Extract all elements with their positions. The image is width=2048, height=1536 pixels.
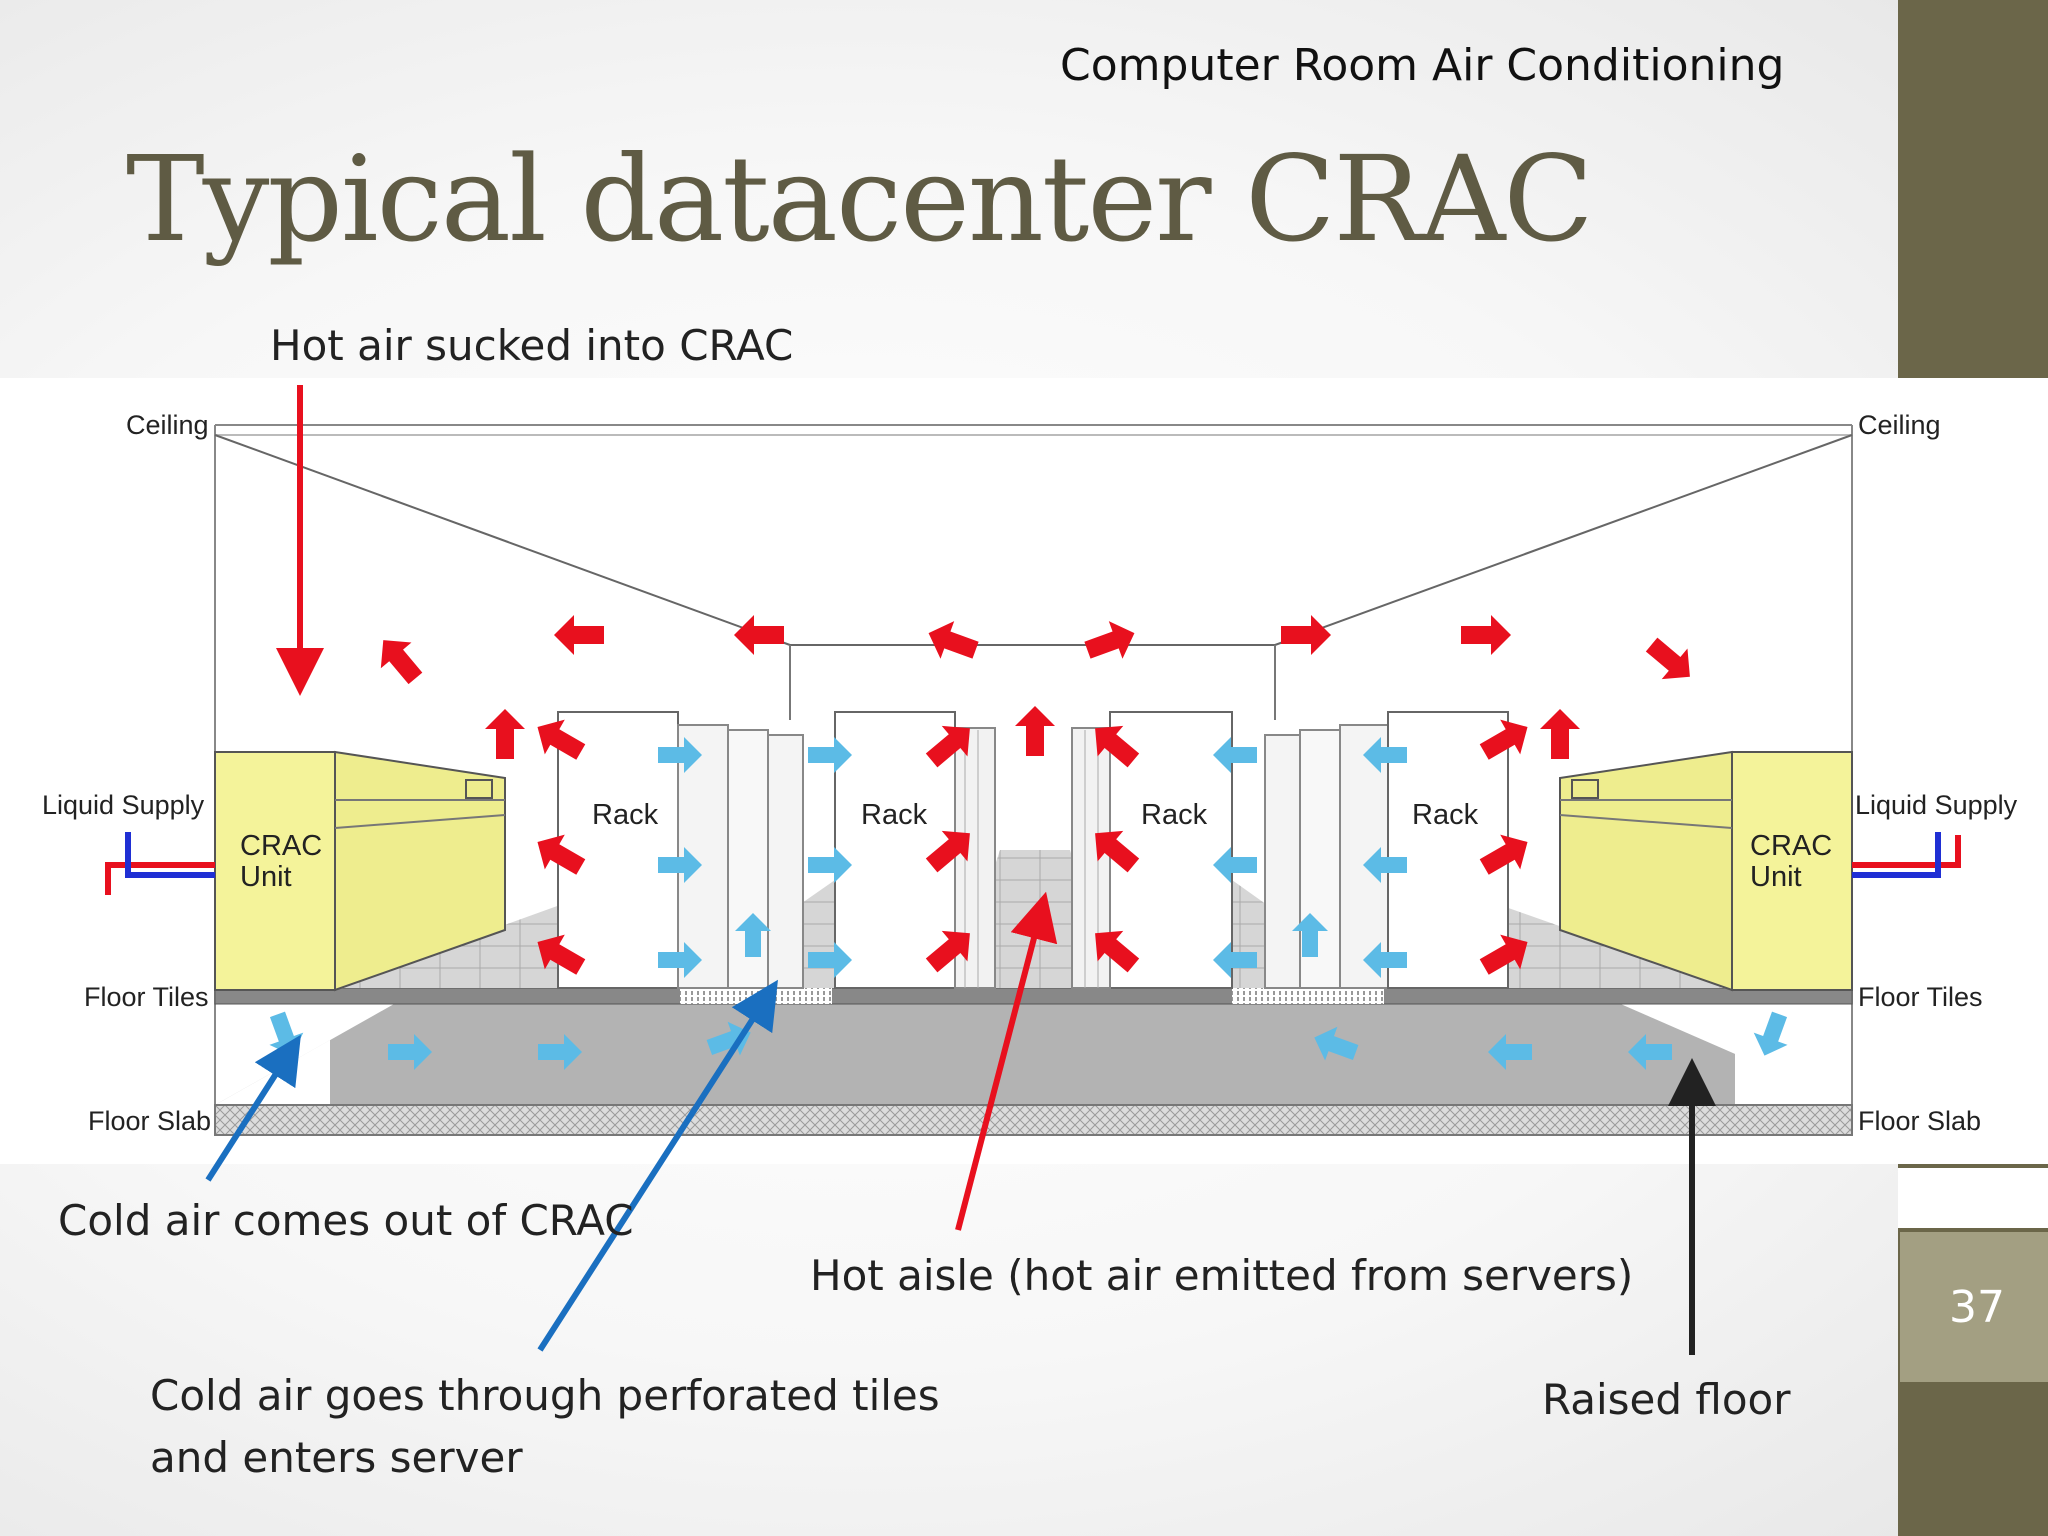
sidebar-gap — [1898, 1168, 2048, 1228]
liquid-supply-label-left: Liquid Supply — [42, 790, 205, 820]
liquid-supply-label-right: Liquid Supply — [1855, 790, 2018, 820]
rack-label-1: Rack — [592, 799, 659, 831]
callout-cold-air-out: Cold air comes out of CRAC — [58, 1196, 634, 1245]
perforated-tile-left — [680, 988, 832, 1004]
page-number: 37 — [1949, 1281, 2005, 1333]
slide-subtitle: Computer Room Air Conditioning — [1060, 40, 1785, 91]
crac-unit-left — [214, 750, 506, 992]
rack-label-2: Rack — [861, 799, 928, 831]
callout-arrow-perforated — [537, 979, 778, 1352]
floor-tiles — [214, 987, 1853, 1005]
floor-tiles-label-left: Floor Tiles — [84, 982, 209, 1012]
crac-label-right-line1: CRAC — [1750, 830, 1832, 862]
callout-hot-air-sucked: Hot air sucked into CRAC — [270, 321, 794, 370]
callout-arrow-cold-air-out — [205, 1034, 301, 1182]
perspective-line — [214, 434, 791, 646]
rack-label-3: Rack — [1141, 799, 1208, 831]
perforated-tile-right — [1232, 988, 1384, 1004]
crac-label-left-line1: CRAC — [240, 830, 322, 862]
page-number-box — [1900, 1232, 2048, 1382]
rack-label-4: Rack — [1412, 799, 1479, 831]
callout-perforated-tiles-line1: Cold air goes through perforated tiles — [150, 1371, 940, 1420]
plenum — [215, 995, 1852, 1105]
ceiling-label-right: Ceiling — [1858, 410, 1941, 440]
callout-arrow-hot-aisle — [955, 891, 1058, 1231]
liquid-pipe-blue-left — [125, 832, 215, 878]
ceiling-label-left: Ceiling — [126, 410, 209, 440]
crac-unit-right — [1559, 750, 1853, 992]
callout-raised-floor: Raised floor — [1542, 1375, 1791, 1424]
crac-label-right-line2: Unit — [1750, 861, 1802, 893]
callout-perforated-tiles-line2: and enters server — [150, 1433, 523, 1482]
floor-slab-label-right: Floor Slab — [1858, 1106, 1981, 1136]
floor-tiles-label-right: Floor Tiles — [1858, 982, 1983, 1012]
crac-label-left-line2: Unit — [240, 861, 292, 893]
liquid-pipe-red-left — [105, 862, 215, 895]
callout-hot-aisle: Hot aisle (hot air emitted from servers) — [810, 1251, 1634, 1300]
liquid-pipe-red-right — [1852, 835, 1961, 868]
floor-slab-label-left: Floor Slab — [88, 1106, 211, 1136]
liquid-pipe-blue-right — [1852, 832, 1941, 878]
floor-slab — [214, 1104, 1853, 1136]
rack-row-right — [1071, 711, 1509, 989]
slide-title: Typical datacenter CRAC — [126, 130, 1594, 268]
